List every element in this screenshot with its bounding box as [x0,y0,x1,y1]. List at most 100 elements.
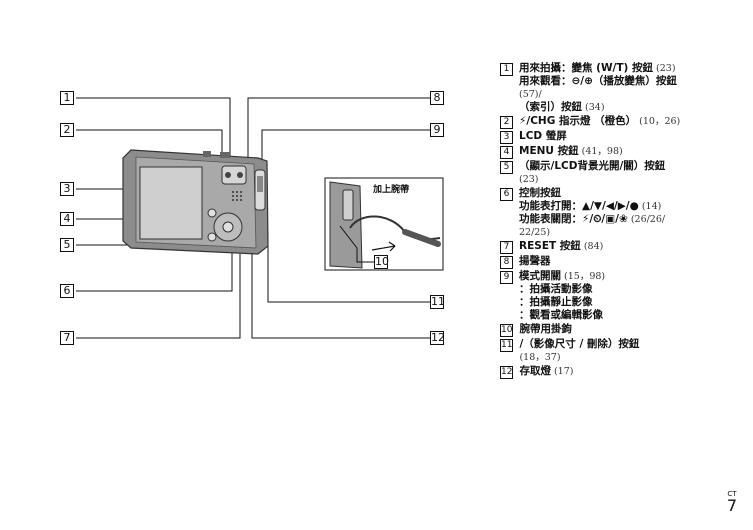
callout-4: 4 [60,212,74,226]
item-content: /（影像尺寸 / 刪除）按鈕 (18，37) [519,338,750,364]
item-line: 模式開關 (15，98) [519,270,750,283]
list-item: 9 模式開關 (15，98)：拍攝活動影像：拍攝靜止影像：觀看或編輯影像 [500,270,750,322]
item-number: 6 [500,188,513,201]
item-line: 腕帶用掛鉤 [519,323,750,336]
list-item: 1 用來拍攝：變焦 (W/T) 按鈕 (23)用來觀看：⊖/⊕（播放變焦）按鈕 (… [500,62,750,114]
item-number: 3 [500,131,513,144]
item-line: (23) [519,173,750,186]
page-ref: (26/26/ [627,214,666,225]
item-line: MENU 按鈕 (41，98) [519,145,750,158]
item-content: 揚聲器 [519,255,750,269]
item-text: 模式開關 [519,270,561,282]
item-line: 功能表關閉：⚡/⏲/▣/❀ (26/26/ [519,213,750,226]
item-text: 存取燈 [519,365,551,377]
callout-6: 6 [60,284,74,298]
item-number: 10 [500,324,514,337]
item-content: MENU 按鈕 (41，98) [519,145,750,159]
item-text: （索引）按鈕 [519,101,582,113]
item-line: 功能表打開：▲/▼/◀/▶/● (14) [519,200,750,213]
callout-5: 5 [60,238,74,252]
item-line: 揚聲器 [519,255,750,268]
strap-label: 加上腕帶 [373,185,410,195]
list-item: 8 揚聲器 [500,255,750,269]
page-ref: 22/25) [519,227,551,238]
item-text: 功能表關閉：⚡/⏲/▣/❀ [519,213,628,225]
callout-3: 3 [60,182,74,196]
item-text: 用來拍攝：變焦 (W/T) 按鈕 [519,62,653,74]
item-line: /（影像尺寸 / 刪除）按鈕 [519,338,750,351]
item-text: 腕帶用掛鉤 [519,323,572,335]
item-number: 12 [500,366,514,379]
item-number: 4 [500,146,513,159]
item-line: 存取燈 (17) [519,365,750,378]
callout-12: 12 [430,331,445,345]
list-item: 2 ⚡/CHG 指示燈 （橙色） (10，26) [500,115,750,129]
item-line: （顯示/LCD背景光開/關）按鈕 [519,160,750,173]
item-line: ：拍攝靜止影像 [519,296,750,309]
callout-9: 9 [430,123,444,137]
item-text: 揚聲器 [519,255,551,267]
page-ref: (18，37) [519,352,561,363]
item-line: RESET 按鈕 (84) [519,240,750,253]
page-ref: (10，26) [636,116,681,127]
page-ref: (34) [582,102,605,113]
item-content: （顯示/LCD背景光開/關）按鈕 (23) [519,160,750,186]
item-content: 腕帶用掛鉤 [519,323,750,337]
list-item: 4 MENU 按鈕 (41，98) [500,145,750,159]
page-ref: (14) [638,201,662,212]
list-item: 10 腕帶用掛鉤 [500,323,750,337]
page-number-value: 7 [726,496,737,515]
page-ref: (17) [550,366,574,377]
item-line: ：觀看或編輯影像 [519,309,750,322]
item-line: （索引）按鈕 (34) [519,101,750,114]
item-text: ：拍攝活動影像 [519,283,593,295]
item-line: 控制按鈕 [519,187,750,200]
item-text: 用來觀看：⊖/⊕（播放變焦）按鈕 [519,75,677,87]
list-item: 5 （顯示/LCD背景光開/關）按鈕 (23) [500,160,750,186]
item-line: (57)/ [519,88,750,101]
item-number: 11 [500,339,514,352]
item-number: 9 [500,271,513,284]
page-ref: (15，98) [561,271,606,282]
item-content: RESET 按鈕 (84) [519,240,750,254]
item-content: 存取燈 (17) [519,365,750,379]
item-text: /（影像尺寸 / 刪除）按鈕 [519,338,640,350]
item-text: （顯示/LCD背景光開/關）按鈕 [519,160,666,172]
page-ref: (41，98) [578,146,623,157]
page-ref: (84) [580,241,604,252]
item-line: 用來拍攝：變焦 (W/T) 按鈕 (23) [519,62,750,75]
callout-7: 7 [60,331,74,345]
item-number: 5 [500,161,513,174]
page-ref: (23) [519,174,539,185]
item-content: 模式開關 (15，98)：拍攝活動影像：拍攝靜止影像：觀看或編輯影像 [519,270,750,322]
callout-1: 1 [60,91,74,105]
list-item: 3 LCD 螢屏 [500,130,750,144]
item-line: 22/25) [519,226,750,239]
strap-inset [324,177,444,271]
callout-8: 8 [430,91,444,105]
camera-body [122,149,269,255]
item-text: MENU 按鈕 [519,145,579,157]
item-line: 用來觀看：⊖/⊕（播放變焦）按鈕 [519,75,750,88]
page-number-lang: CT [727,490,737,498]
callout-10: 10 [374,255,389,269]
item-line: (18，37) [519,351,750,364]
item-line: ⚡/CHG 指示燈 （橙色） (10，26) [519,115,750,128]
item-number: 1 [500,63,513,76]
item-number: 2 [500,116,513,129]
item-text: 控制按鈕 [519,187,561,199]
list-item: 12 存取燈 (17) [500,365,750,379]
list-item: 11 /（影像尺寸 / 刪除）按鈕 (18，37) [500,338,750,364]
page-number: CT 7 [727,490,737,514]
item-line: LCD 螢屏 [519,130,750,143]
item-text: ⚡/CHG 指示燈 （橙色） [519,115,637,127]
item-text: RESET 按鈕 [519,240,581,252]
callout-11: 11 [430,295,445,309]
item-content: ⚡/CHG 指示燈 （橙色） (10，26) [519,115,750,129]
item-content: LCD 螢屏 [519,130,750,144]
item-number: 8 [500,256,513,269]
item-text: ：觀看或編輯影像 [519,309,603,321]
